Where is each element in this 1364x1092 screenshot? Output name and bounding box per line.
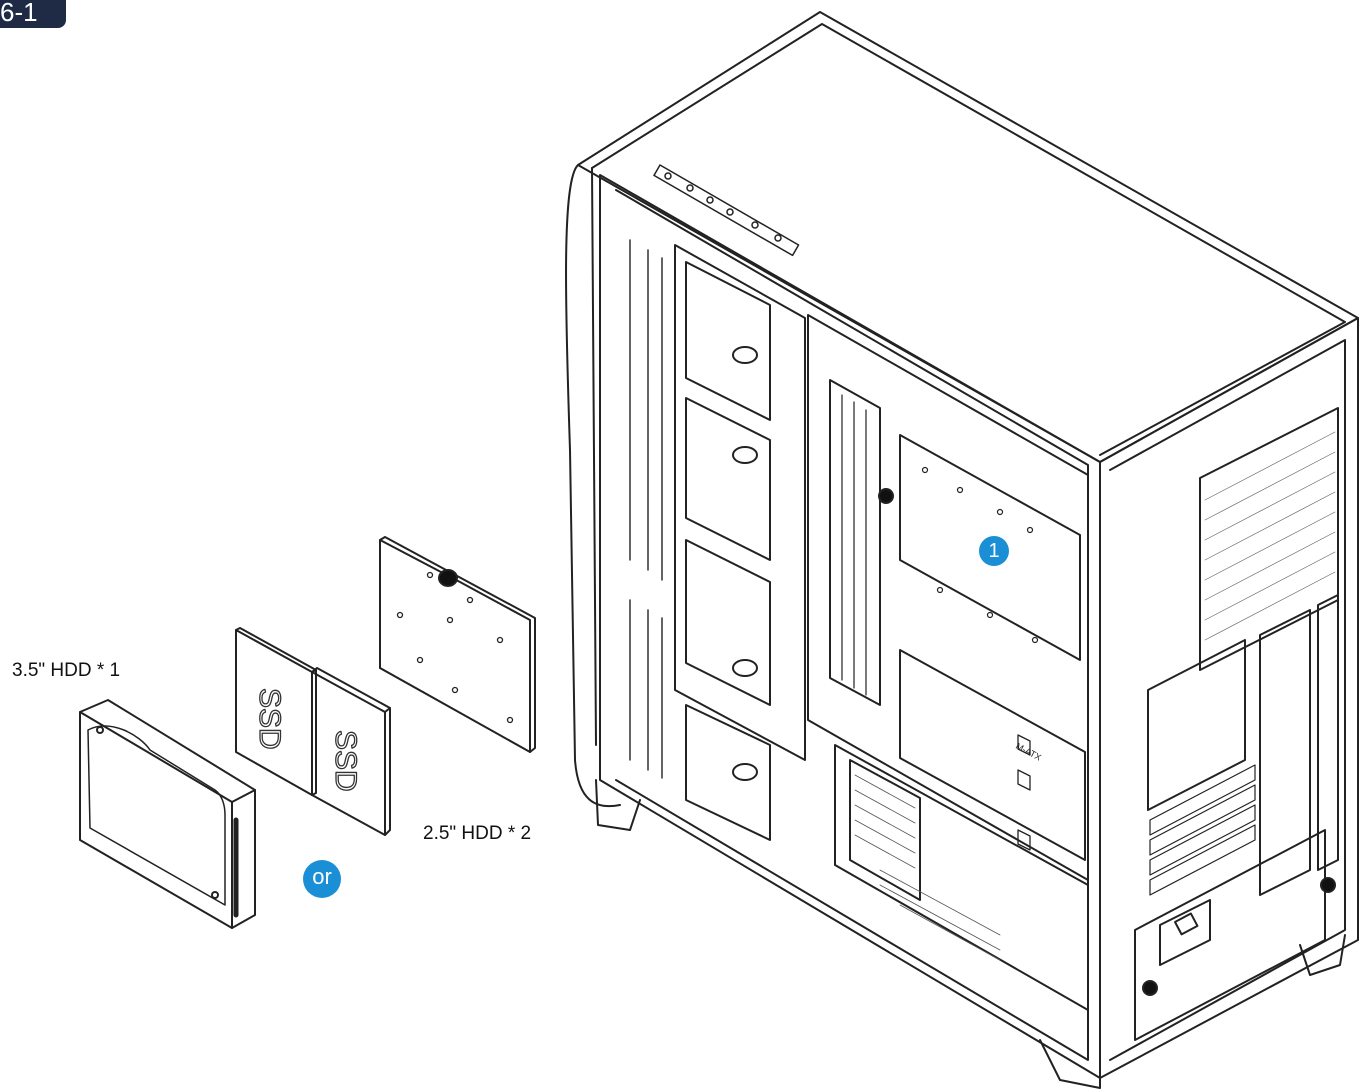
svg-text:M-ATX: M-ATX xyxy=(1014,741,1043,763)
pc-case-icon: M-ATX xyxy=(565,11,1359,1089)
thumbscrew-icon xyxy=(438,569,458,587)
svg-text:SSD: SSD xyxy=(253,688,286,750)
callout-1: 1 xyxy=(979,536,1009,566)
hdd-bracket-icon xyxy=(379,536,536,753)
ssd-icon: SSD SSD xyxy=(235,627,391,836)
hdd-3.5-icon xyxy=(79,699,256,929)
svg-text:SSD: SSD xyxy=(329,730,362,792)
or-callout: or xyxy=(303,860,341,898)
step-badge: 6-1 xyxy=(0,0,66,28)
hdd25-label: 2.5" HDD * 2 xyxy=(423,823,532,844)
hdd35-label: 3.5" HDD * 1 xyxy=(12,660,121,681)
